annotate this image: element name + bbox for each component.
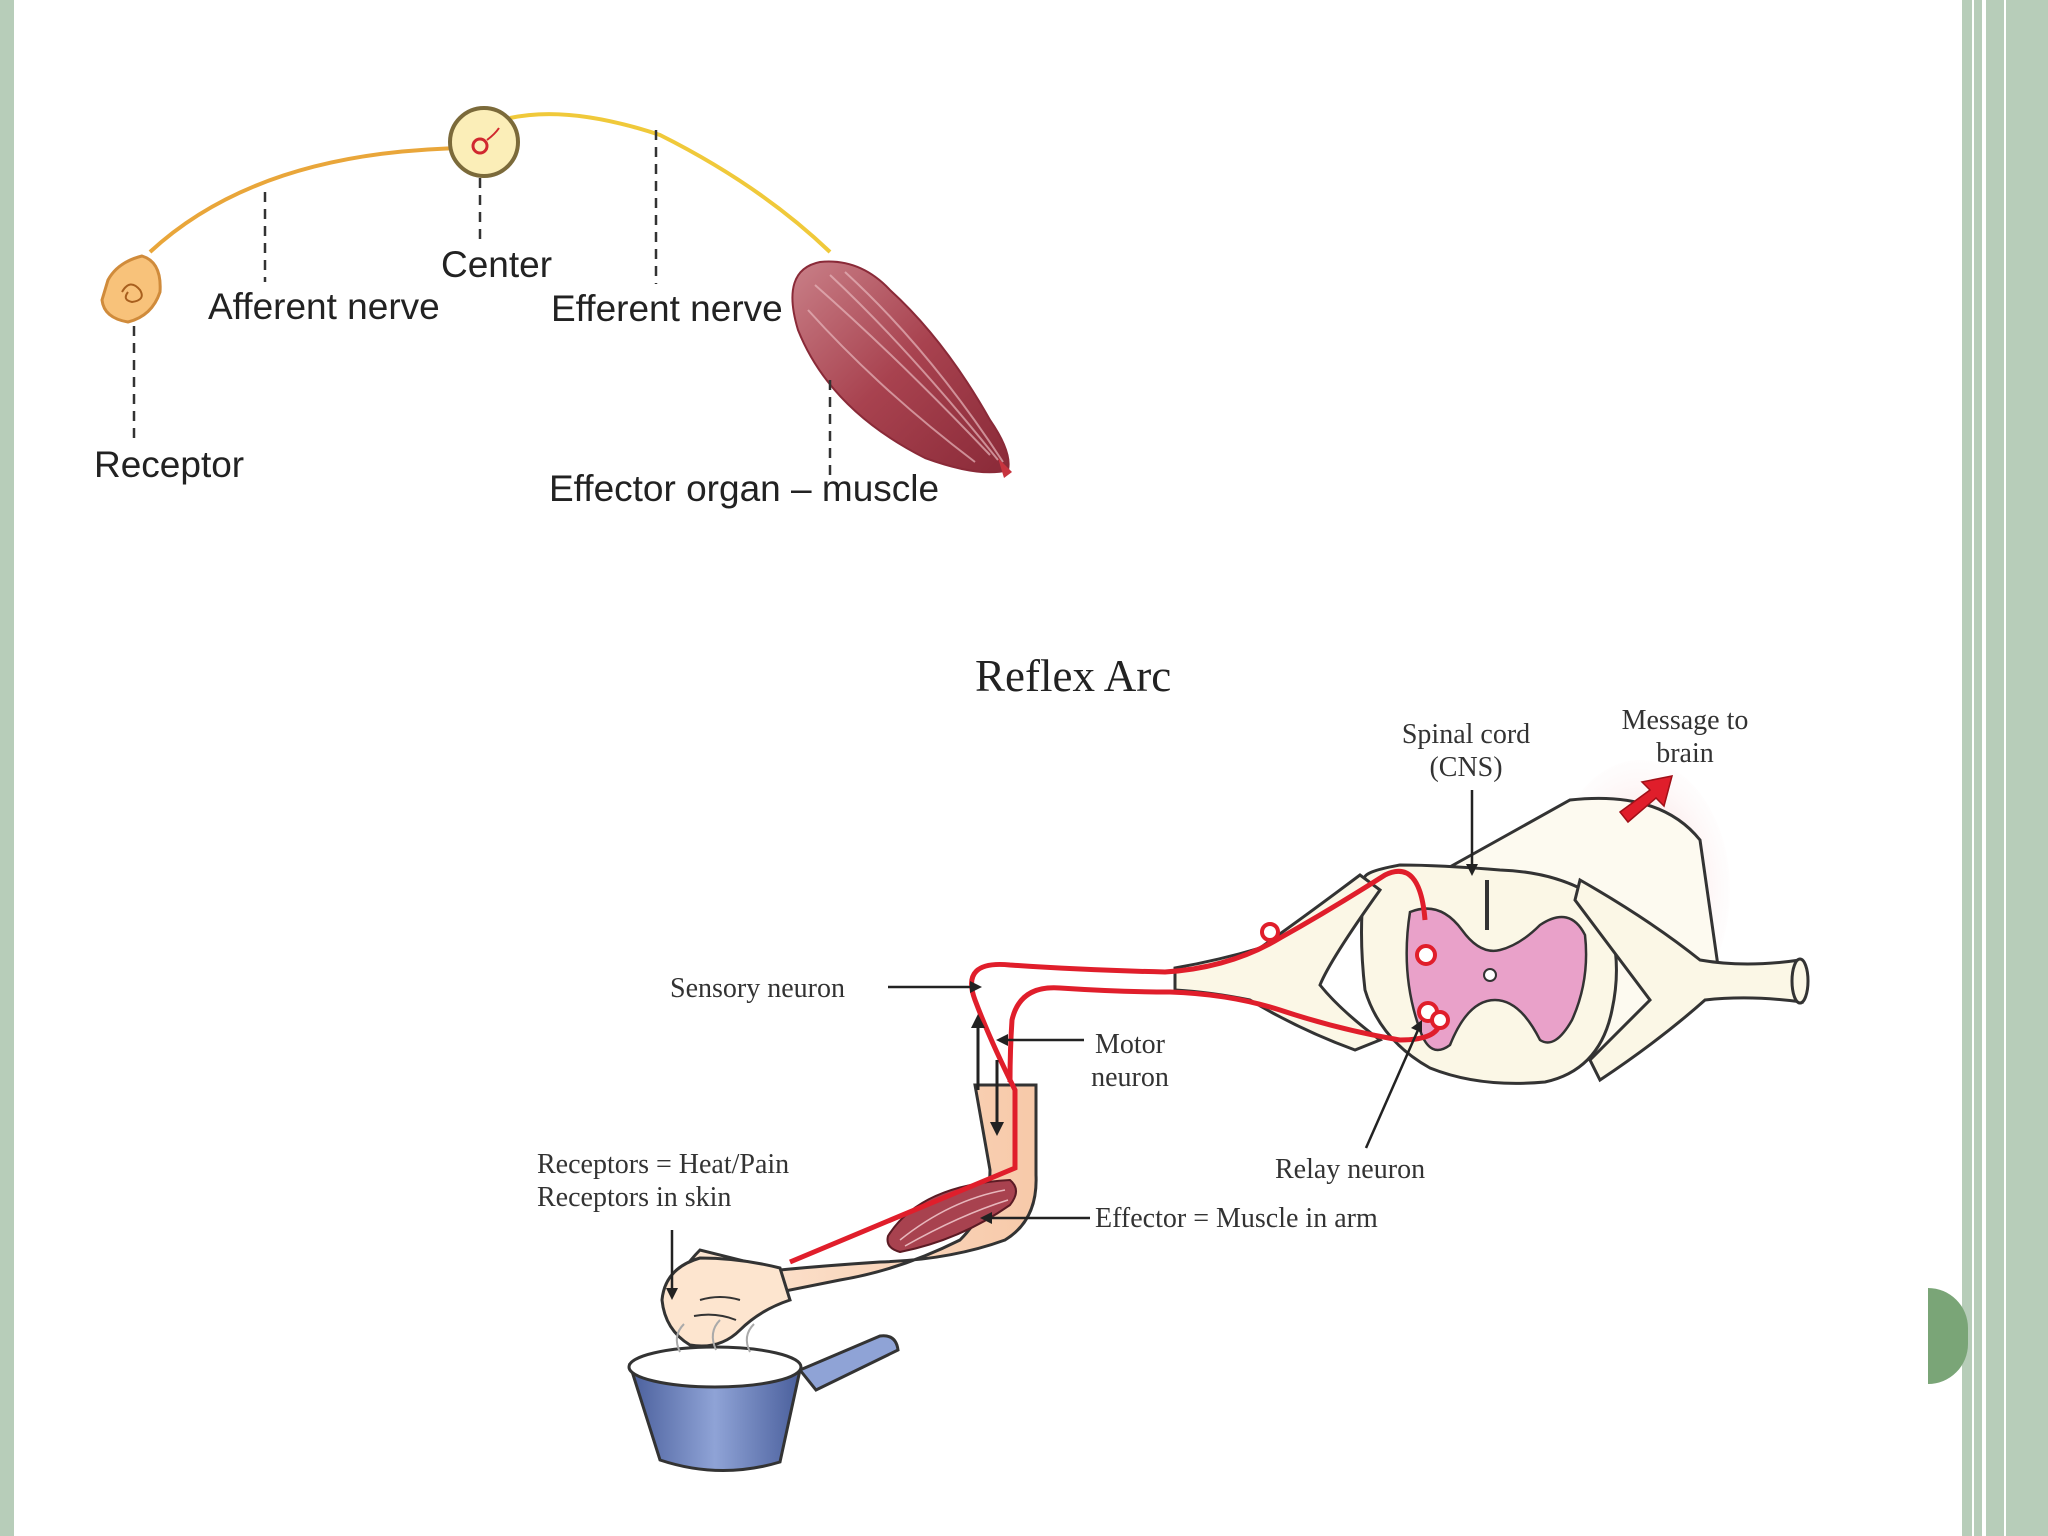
receptors-label-line2: Receptors in skin (537, 1182, 732, 1213)
sensory-neuron-label: Sensory neuron (670, 973, 845, 1004)
center-label: Center (441, 244, 553, 285)
receptors-label-line1: Receptors = Heat/Pain (537, 1149, 790, 1180)
motor-neuron-label-line2: neuron (1091, 1062, 1169, 1093)
motor-cell-body (1430, 1010, 1450, 1030)
center-synapse (471, 137, 489, 155)
right-frame-border (1962, 0, 2048, 1536)
effector-organ-label: Effector organ – muscle (549, 468, 940, 509)
efferent-nerve-label: Efferent nerve (551, 288, 783, 329)
spinal-cord-label-line2: (CNS) (1429, 752, 1503, 783)
message-arrow (1618, 775, 1674, 824)
right-nerve-root (1573, 877, 1804, 1083)
relay-neuron-label: Relay neuron (1275, 1154, 1426, 1185)
motor-neuron-path (1007, 985, 1443, 1083)
efferent-nerve-fiber (509, 112, 832, 254)
right-frame-stripe-2 (1982, 0, 1986, 1536)
hot-pot (627, 1319, 900, 1472)
sensory-cell-body (1260, 922, 1280, 942)
simple-arc-figure (100, 106, 1012, 478)
central-canal (1483, 968, 1497, 982)
hand (660, 1256, 792, 1348)
sensory-neuron-path (789, 868, 1428, 1265)
message-label-line1: Message to (1621, 705, 1749, 736)
reflex-arc-figure (627, 760, 1810, 1472)
left-nerve-root (1173, 873, 1384, 1052)
receptors-label: Receptors = Heat/Pain Receptors in skin (537, 1148, 789, 1214)
arm-muscle (886, 1178, 1017, 1254)
message-label-line2: brain (1656, 738, 1714, 769)
grey-matter (1405, 907, 1588, 1052)
right-frame-stripe-3 (2004, 0, 2006, 1536)
effector-arm-label: Effector = Muscle in arm (1095, 1203, 1378, 1234)
spinal-cord-label-line1: Spinal cord (1401, 719, 1531, 750)
receptor-shape (100, 254, 162, 324)
motor-neuron-label-line1: Motor (1095, 1029, 1165, 1060)
reflex-arc-title: Reflex Arc (975, 651, 1172, 701)
message-to-brain-label: Message to brain (1595, 704, 1775, 770)
effector-muscle (791, 260, 1012, 478)
left-frame-border (0, 0, 14, 1536)
receptor-label: Receptor (94, 444, 245, 485)
right-frame-stripe-1 (1972, 0, 1974, 1536)
spinal-cord-label: Spinal cord (CNS) (1376, 718, 1556, 784)
motor-neuron-label: Motor neuron (1070, 1028, 1190, 1094)
afferent-nerve-label: Afferent nerve (208, 286, 440, 327)
afferent-nerve-fiber (148, 146, 471, 254)
